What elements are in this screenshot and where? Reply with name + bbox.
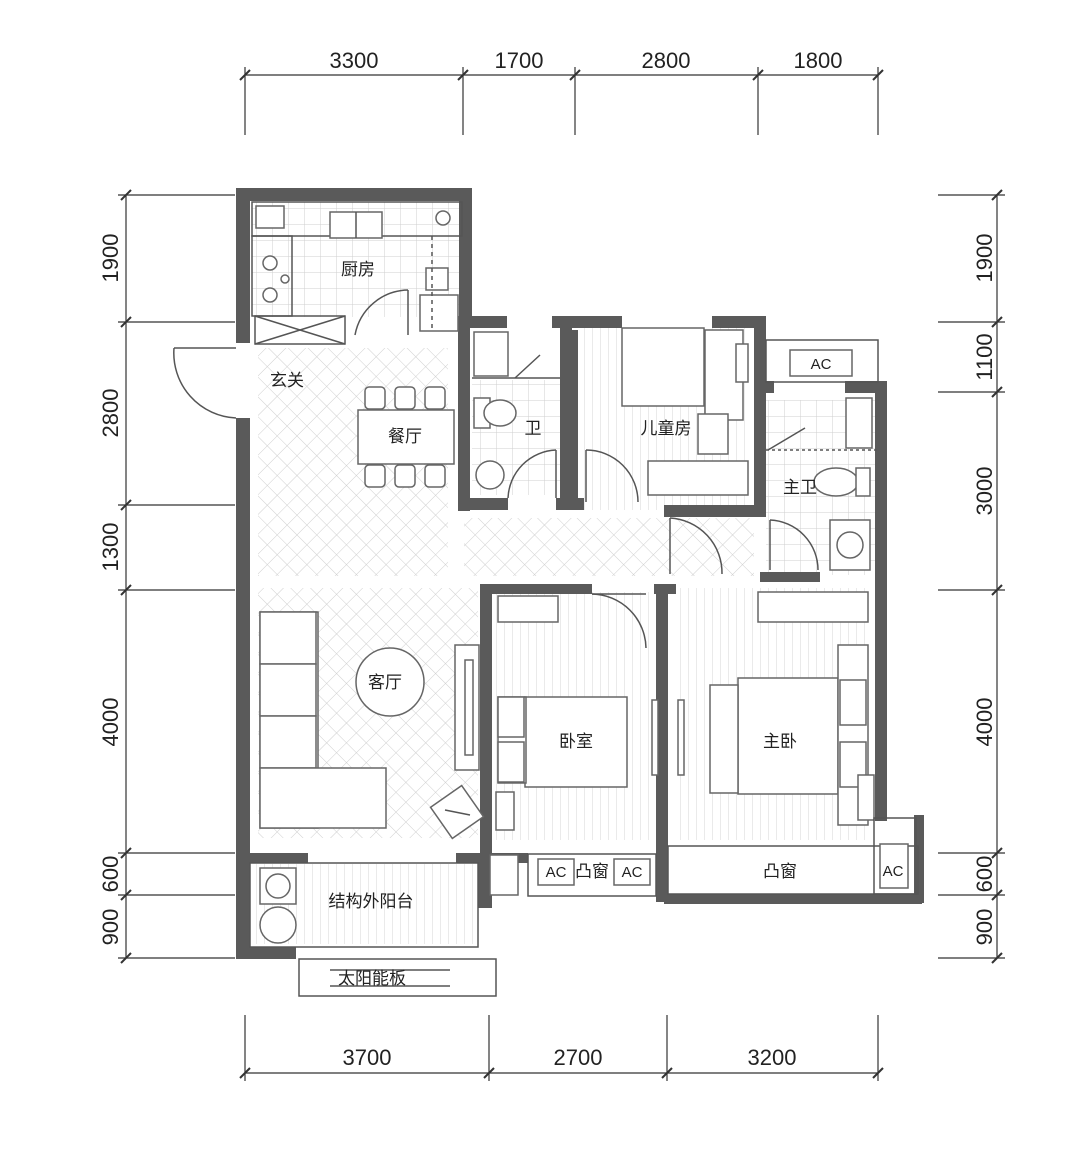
- kids-room-furniture: [585, 327, 749, 503]
- top-dim-3: 2800: [642, 48, 691, 73]
- right-dim-5: 600: [972, 856, 997, 893]
- bay-window-left: [527, 853, 657, 897]
- bay-left-ac-label: AC: [546, 864, 567, 881]
- kids-ac-label: AC: [811, 356, 832, 373]
- left-dim-5: 600: [98, 856, 123, 893]
- left-dim-6: 900: [98, 909, 123, 946]
- balcony-fixtures: [249, 854, 519, 948]
- bay-window-right: [667, 817, 919, 895]
- bay-window-2-label: 凸窗: [763, 862, 797, 882]
- dining-label: 餐厅: [388, 427, 422, 447]
- top-dim-4: 1800: [794, 48, 843, 73]
- bathroom-label: 卫: [525, 419, 542, 439]
- bottom-dim-2: 2700: [554, 1045, 603, 1070]
- bathroom-fixtures: [472, 331, 560, 499]
- kids-ac-unit: [765, 339, 879, 383]
- tv-cabinet: [454, 644, 480, 771]
- master-ac-label: AC: [883, 863, 904, 880]
- solar-panel: [298, 958, 497, 997]
- right-dim-6: 900: [972, 909, 997, 946]
- coffee-table: [355, 647, 425, 717]
- right-dim-3: 3000: [972, 467, 997, 516]
- left-dimension-line: [118, 189, 235, 964]
- hallway-floor: [464, 518, 754, 576]
- left-dim-3: 1300: [98, 523, 123, 572]
- top-dimension-line: [239, 67, 884, 135]
- master-bath-fixtures: [766, 397, 878, 571]
- master-bedroom-label: 主卧: [763, 732, 797, 752]
- entry-door[interactable]: [173, 347, 237, 419]
- bedroom-label: 卧室: [559, 732, 593, 752]
- living-label: 客厅: [368, 673, 402, 693]
- solar-panel-label: 太阳能板: [338, 969, 406, 989]
- right-dim-4: 4000: [972, 698, 997, 747]
- bedroom-furniture: [495, 593, 659, 831]
- floor-plant: [429, 784, 485, 840]
- left-dim-2: 2800: [98, 389, 123, 438]
- bottom-dim-3: 3200: [748, 1045, 797, 1070]
- right-dim-1: 1900: [972, 234, 997, 283]
- bay-right-ac-label: AC: [622, 864, 643, 881]
- kitchen-fixtures: [251, 201, 463, 345]
- left-dim-4: 4000: [98, 698, 123, 747]
- balcony-label: 结构外阳台: [329, 892, 414, 912]
- master-bath-label: 主卫: [783, 478, 817, 498]
- hallway-door[interactable]: [669, 517, 723, 575]
- top-dim-1: 3300: [330, 48, 379, 73]
- foyer-label: 玄关: [270, 371, 304, 391]
- master-bedroom-furniture: [677, 591, 875, 826]
- top-dim-2: 1700: [495, 48, 544, 73]
- kitchen-label: 厨房: [341, 260, 375, 280]
- dining-table: [357, 386, 455, 488]
- left-dim-1: 1900: [98, 234, 123, 283]
- right-dimension-line: [938, 189, 1005, 964]
- right-dim-2: 1100: [972, 333, 997, 380]
- bay-window-1-label: 凸窗: [575, 862, 609, 882]
- bottom-dimension-line: [239, 1015, 884, 1081]
- bottom-dim-1: 3700: [343, 1045, 392, 1070]
- kids-room-label: 儿童房: [641, 419, 692, 439]
- sofa: [259, 611, 387, 829]
- walls: [236, 188, 924, 959]
